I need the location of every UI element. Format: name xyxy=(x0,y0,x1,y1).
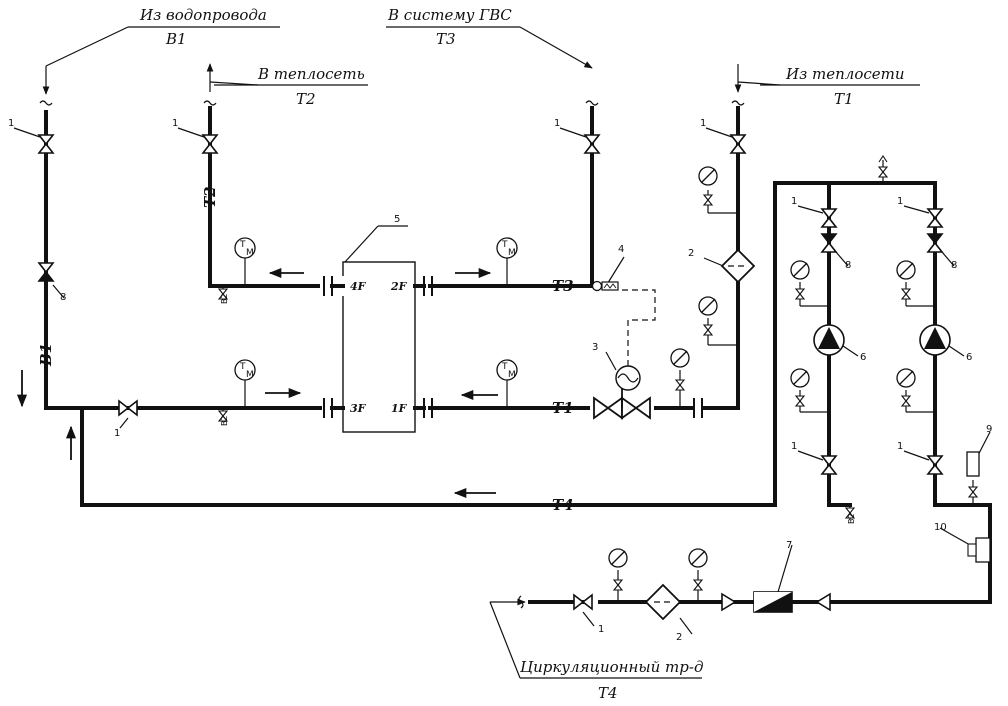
num-1: 1 xyxy=(172,118,178,129)
drain-labels: В2 В2 В2 xyxy=(220,293,856,524)
t2-header-code: Т2 xyxy=(296,90,316,108)
pipe-code-t4: Т4 xyxy=(552,496,574,514)
drain-label: В2 xyxy=(220,415,229,426)
num-1: 1 xyxy=(897,196,903,207)
num-2: 2 xyxy=(688,248,694,259)
meter xyxy=(753,591,793,613)
expansion-tank xyxy=(966,451,980,505)
tm-label-t: T xyxy=(239,240,246,250)
tm-labels: T M T M T M T M xyxy=(239,240,516,380)
num-5: 5 xyxy=(394,214,400,225)
exchanger-ports: 4F 2F 3F 1F xyxy=(350,280,408,415)
num-3: 3 xyxy=(592,342,598,353)
pipe-code-t3: Т3 xyxy=(552,277,574,295)
num-8: 8 xyxy=(845,260,851,271)
drain-label: В2 xyxy=(847,513,856,524)
tm-label-m: M xyxy=(508,248,516,258)
header-labels: Из водопровода В1 В теплосеть Т2 В систе… xyxy=(139,6,905,702)
shutoff-valves xyxy=(37,134,944,610)
tm-label-t: T xyxy=(501,240,508,250)
t4-header-code: Т4 xyxy=(598,684,618,702)
filters xyxy=(644,248,756,621)
num-6: 6 xyxy=(966,352,972,363)
port-4f: 4F xyxy=(350,280,367,293)
t3-header-title: В систему ГВС xyxy=(387,6,512,24)
control-valve xyxy=(593,289,656,420)
num-7: 7 xyxy=(786,540,792,551)
b1-header-code: В1 xyxy=(165,30,187,48)
port-3f: 3F xyxy=(350,402,367,415)
t3-header-code: Т3 xyxy=(436,30,456,48)
temperature-sensor xyxy=(591,280,619,292)
b1-header-title: Из водопровода xyxy=(139,6,267,24)
pumps xyxy=(813,324,951,356)
t4-header-title: Циркуляционный тр-д xyxy=(520,658,703,676)
port-2f: 2F xyxy=(390,280,408,293)
heat-exchanger xyxy=(320,261,703,433)
element-10 xyxy=(967,537,991,563)
num-10: 10 xyxy=(934,522,947,533)
flow-arrows xyxy=(16,267,498,499)
num-1: 1 xyxy=(791,441,797,452)
drains xyxy=(218,286,855,520)
drain-label: В2 xyxy=(220,293,229,304)
t1-header-title: Из теплосети xyxy=(785,65,905,83)
pipe-codes: В1 Т2 Т3 Т1 Т4 xyxy=(37,186,574,514)
num-8: 8 xyxy=(60,292,66,303)
tm-label-t: T xyxy=(239,362,246,372)
pipe-code-t2: Т2 xyxy=(201,186,219,208)
tm-label-t: T xyxy=(501,362,508,372)
port-1f: 1F xyxy=(391,402,408,415)
num-1: 1 xyxy=(791,196,797,207)
num-6: 6 xyxy=(860,352,866,363)
t1-header-code: Т1 xyxy=(834,90,854,108)
pressure-gauges xyxy=(608,166,935,602)
tm-label-m: M xyxy=(508,370,516,380)
air-vent xyxy=(878,155,888,183)
num-4: 4 xyxy=(618,244,624,255)
check-arrows xyxy=(721,592,831,612)
num-1: 1 xyxy=(8,118,14,129)
leader-lines xyxy=(13,127,991,635)
break-marks xyxy=(39,100,745,609)
num-1: 1 xyxy=(897,441,903,452)
tm-label-m: M xyxy=(246,248,254,258)
thermomanometers xyxy=(234,237,518,408)
t2-header-title: В теплосеть xyxy=(257,65,365,83)
num-8: 8 xyxy=(951,260,957,271)
pipe-code-b1: В1 xyxy=(37,343,55,367)
num-1: 1 xyxy=(114,428,120,439)
equipment-numbers: 1 1 1 1 1 1 1 1 1 1 2 2 3 4 5 6 6 7 8 8 … xyxy=(8,118,992,643)
num-1: 1 xyxy=(554,118,560,129)
num-9: 9 xyxy=(986,424,992,435)
num-1: 1 xyxy=(700,118,706,129)
num-2: 2 xyxy=(676,632,682,643)
num-1: 1 xyxy=(598,624,604,635)
tm-label-m: M xyxy=(246,370,254,380)
pipe-code-t1: Т1 xyxy=(552,399,574,417)
pipes xyxy=(42,26,992,679)
